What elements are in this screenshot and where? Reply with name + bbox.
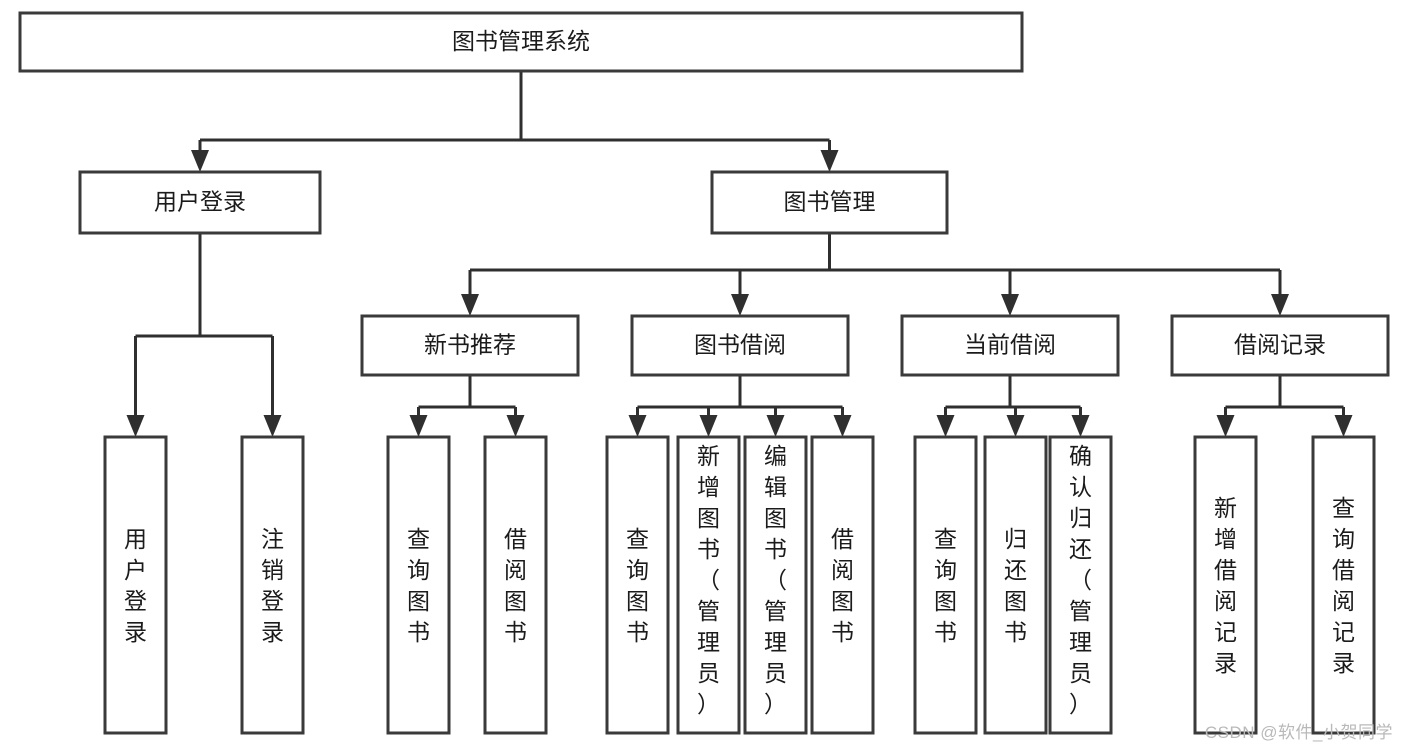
node-leaf-query-book-borrow-box[interactable] (605, 435, 670, 735)
node-new-book-recommend-label: 新书推荐 (424, 332, 516, 358)
node-user-login-label: 用户登录 (154, 189, 246, 215)
node-leaf-return-book-box[interactable] (983, 435, 1048, 735)
node-borrow-record-label: 借阅记录 (1234, 332, 1326, 358)
node-leaf-borrow-book-box[interactable] (810, 435, 875, 735)
node-new-book-recommend[interactable]: 新书推荐 (360, 314, 580, 377)
node-leaf-borrow-book-recommend-label: 借阅图书 (504, 526, 527, 645)
arrow-head-icon (506, 415, 525, 437)
node-leaf-query-borrow-record[interactable]: 查询借阅记录 (1311, 435, 1376, 735)
node-root-label: 图书管理系统 (452, 28, 590, 54)
node-leaf-edit-book-admin[interactable]: 编辑图书（管理员） (743, 435, 808, 735)
node-book-borrow[interactable]: 图书借阅 (630, 314, 850, 377)
node-leaf-query-book-current-box[interactable] (913, 435, 978, 735)
node-borrow-record-box[interactable] (1170, 314, 1390, 377)
node-leaf-user-login-label: 用户登录 (124, 526, 147, 645)
arrow-head-icon (409, 415, 428, 437)
node-leaf-edit-book-admin-box[interactable] (743, 435, 808, 735)
arrow-head-icon (1271, 294, 1289, 316)
node-leaf-logout-box[interactable] (240, 435, 305, 735)
arrow-head-icon (833, 415, 852, 437)
node-leaf-logout[interactable]: 注销登录 (240, 435, 305, 735)
node-leaf-query-book-recommend-box[interactable] (386, 435, 451, 735)
node-leaf-add-borrow-record-box[interactable] (1193, 435, 1258, 735)
arrow-head-icon (461, 294, 479, 316)
node-leaf-borrow-book-recommend[interactable]: 借阅图书 (483, 435, 548, 735)
node-leaf-add-book-admin-box[interactable] (676, 435, 741, 735)
node-leaf-query-book-borrow[interactable]: 查询图书 (605, 435, 670, 735)
node-leaf-query-book-current-label: 查询图书 (934, 526, 957, 645)
node-root[interactable]: 图书管理系统 (18, 11, 1024, 73)
node-leaf-query-borrow-record-box[interactable] (1311, 435, 1376, 735)
node-book-borrow-label: 图书借阅 (694, 332, 786, 358)
arrow-head-icon (1334, 415, 1353, 437)
node-leaf-confirm-return-admin-box[interactable] (1048, 435, 1113, 735)
arrow-head-icon (1216, 415, 1235, 437)
node-leaf-confirm-return-admin[interactable]: 确认归还（管理员） (1048, 435, 1113, 735)
node-leaf-borrow-book[interactable]: 借阅图书 (810, 435, 875, 735)
arrow-head-icon (1071, 415, 1090, 437)
node-leaf-add-borrow-record[interactable]: 新增借阅记录 (1193, 435, 1258, 735)
node-user-login-box[interactable] (78, 170, 322, 235)
arrow-head-icon (766, 415, 785, 437)
node-book-borrow-box[interactable] (630, 314, 850, 377)
arrow-head-icon (126, 415, 145, 437)
node-leaf-borrow-book-label: 借阅图书 (831, 526, 854, 645)
node-borrow-record[interactable]: 借阅记录 (1170, 314, 1390, 377)
arrow-head-icon (1001, 294, 1019, 316)
node-user-login[interactable]: 用户登录 (78, 170, 322, 235)
node-leaf-return-book-label: 归还图书 (1004, 526, 1027, 645)
node-book-management[interactable]: 图书管理 (710, 170, 949, 235)
node-leaf-return-book[interactable]: 归还图书 (983, 435, 1048, 735)
node-book-management-label: 图书管理 (784, 189, 876, 215)
node-leaf-logout-label: 注销登录 (261, 526, 284, 645)
arrow-head-icon (936, 415, 955, 437)
arrow-head-icon (263, 415, 282, 437)
node-leaf-confirm-return-admin-label: 确认归还（管理员） (1069, 443, 1092, 717)
arrow-head-icon (820, 150, 839, 172)
node-leaf-query-book-borrow-label: 查询图书 (626, 526, 649, 645)
node-leaf-add-book-admin[interactable]: 新增图书（管理员） (676, 435, 741, 735)
node-leaf-user-login-box[interactable] (103, 435, 168, 735)
node-leaf-query-book-recommend[interactable]: 查询图书 (386, 435, 451, 735)
node-leaf-query-borrow-record-label: 查询借阅记录 (1332, 495, 1355, 676)
arrow-head-icon (628, 415, 647, 437)
node-new-book-recommend-box[interactable] (360, 314, 580, 377)
node-leaf-user-login[interactable]: 用户登录 (103, 435, 168, 735)
arrow-head-icon (699, 415, 718, 437)
node-leaf-edit-book-admin-label: 编辑图书（管理员） (764, 443, 787, 717)
node-leaf-borrow-book-recommend-box[interactable] (483, 435, 548, 735)
node-leaf-add-borrow-record-label: 新增借阅记录 (1214, 495, 1237, 676)
csdn-watermark: CSDN @软件_小贺同学 (1204, 723, 1393, 742)
node-book-management-box[interactable] (710, 170, 949, 235)
node-leaf-query-book-recommend-label: 查询图书 (407, 526, 430, 645)
arrow-head-icon (731, 294, 749, 316)
node-leaf-query-book-current[interactable]: 查询图书 (913, 435, 978, 735)
node-current-borrow[interactable]: 当前借阅 (900, 314, 1120, 377)
node-root-box[interactable] (18, 11, 1024, 73)
node-leaf-add-book-admin-label: 新增图书（管理员） (697, 443, 720, 717)
node-current-borrow-box[interactable] (900, 314, 1120, 377)
arrow-head-icon (1006, 415, 1025, 437)
node-current-borrow-label: 当前借阅 (964, 332, 1056, 358)
arrow-head-icon (191, 150, 209, 172)
